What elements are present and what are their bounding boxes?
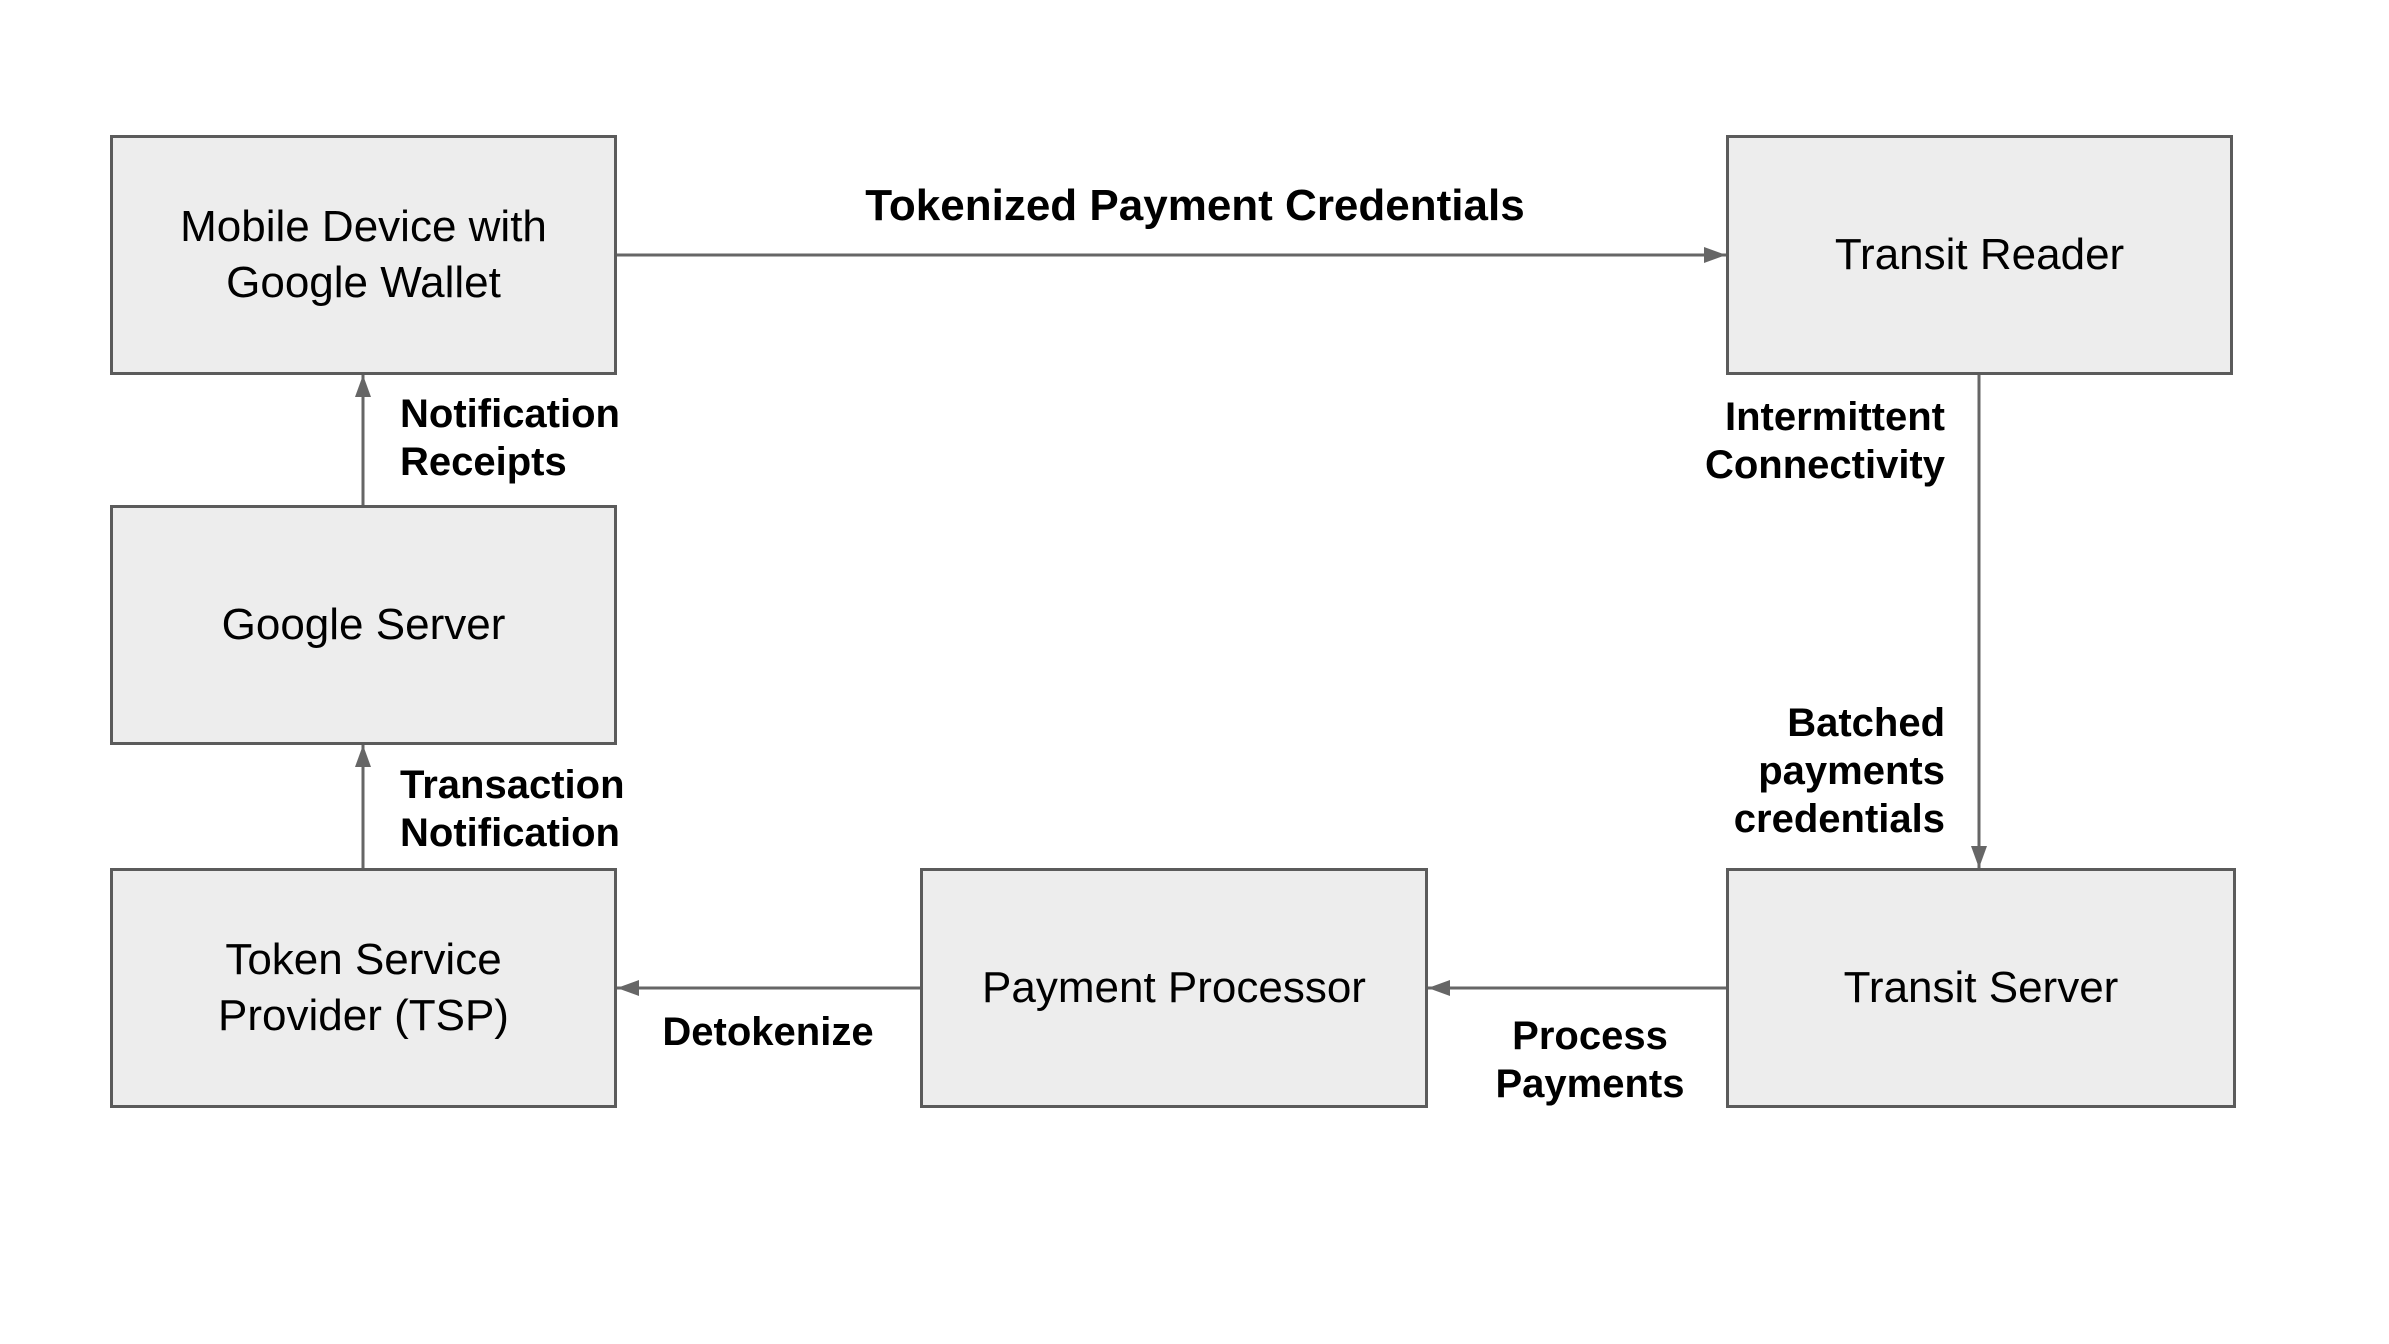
node-transit-reader: Transit Reader: [1726, 135, 2233, 375]
edge-label-notification-receipts: Notification Receipts: [400, 392, 620, 484]
node-mobile-device: Mobile Device with Google Wallet: [110, 135, 617, 375]
node-token-service-provider: Token Service Provider (TSP): [110, 868, 617, 1108]
node-label-token-service-provider: Token Service Provider (TSP): [218, 935, 509, 1040]
node-transit-server: Transit Server: [1726, 868, 2236, 1108]
node-label-mobile-device: Mobile Device with Google Wallet: [180, 202, 547, 307]
edge-label-batched-payments-credentials: Batched payments credentials: [1733, 701, 1945, 841]
node-label-google-server: Google Server: [221, 600, 506, 649]
edge-label-tokenized-payment-credentials: Tokenized Payment Credentials: [865, 181, 1525, 230]
node-label-transit-reader: Transit Reader: [1834, 230, 2125, 279]
edge-label-transaction-notification: Transaction Notification: [400, 763, 625, 855]
node-google-server: Google Server: [110, 505, 617, 745]
edge-label-detokenize: Detokenize: [662, 1010, 874, 1054]
node-payment-processor: Payment Processor: [920, 868, 1428, 1108]
node-label-transit-server: Transit Server: [1843, 963, 2119, 1012]
edge-label-intermittent-connectivity: Intermittent Connectivity: [1704, 395, 1945, 487]
edge-label-process-payments: Process Payments: [1495, 1014, 1685, 1106]
node-label-payment-processor: Payment Processor: [982, 963, 1366, 1012]
